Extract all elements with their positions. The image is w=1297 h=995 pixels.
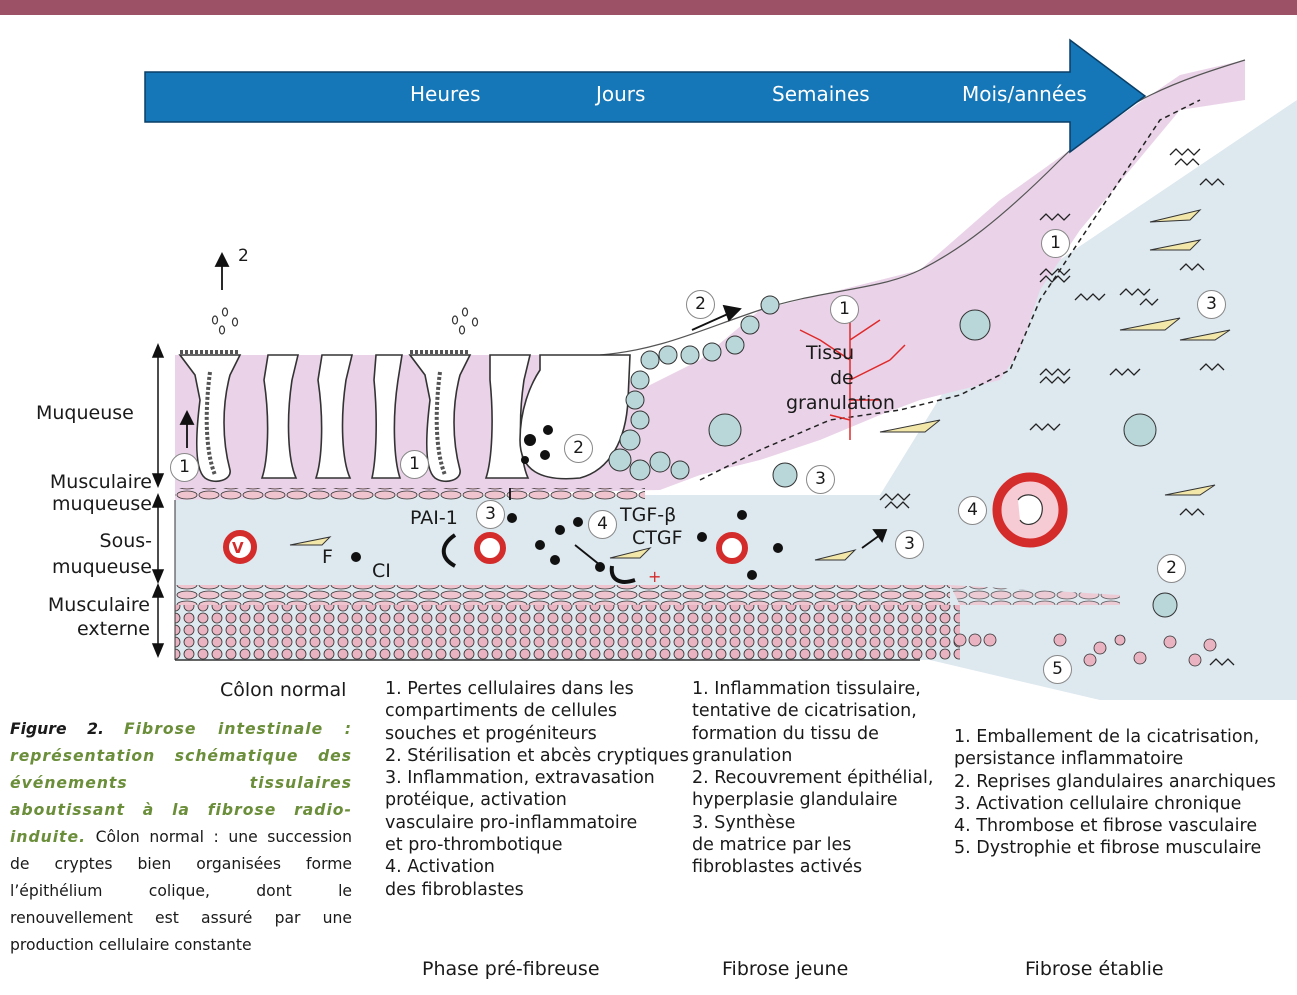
marker-5-etablie: 5 (1043, 655, 1072, 684)
layer-brackets (153, 345, 163, 656)
layer-sous-muqueuse-1: Sous- (30, 530, 152, 552)
marker-4-etablie: 4 (958, 496, 987, 525)
vessel-thrombosed (997, 477, 1063, 543)
label-de: de (830, 367, 854, 389)
marker-2-abscess: 2 (564, 434, 593, 463)
phase-pre-item: 3. Inflammation, extravasation protéique… (385, 767, 690, 856)
marker-1-jeune: 1 (830, 295, 859, 324)
muscularis-externa-2 (175, 605, 960, 660)
phase-jeune-item: 3. Synthèse de matrice par les fibroblas… (692, 812, 952, 879)
phase-pre-item: 1. Pertes cellulaires dans les compartim… (385, 678, 690, 745)
phase-pre-list: 1. Pertes cellulaires dans les compartim… (385, 678, 690, 901)
marker-4-pre: 4 (588, 510, 617, 539)
timeline-weeks: Semaines (772, 82, 870, 106)
marker-1-crypt: 1 (170, 453, 199, 482)
label-granulation: granulation (786, 392, 895, 414)
marker-1-etablie: 1 (1041, 229, 1070, 258)
timeline-months-years: Mois/années (962, 82, 1087, 106)
label-fibroblast: F (322, 546, 333, 568)
marker-2-jeune: 2 (686, 290, 715, 319)
vessel-inflamed-1 (477, 535, 503, 561)
phase-jeune-item: 2. Recouvrement épithélial, hyperplasie … (692, 767, 952, 812)
phase-pre-title: Phase pré-fibreuse (422, 958, 600, 980)
marker-3-jeune-b: 3 (895, 530, 924, 559)
layer-musculaire-muqueuse-1: Musculaire (30, 471, 152, 493)
phase-jeune-title: Fibrose jeune (722, 958, 848, 980)
muscularis-externa (175, 585, 950, 605)
phase-pre-item: 2. Stérilisation et abcès cryptiques (385, 745, 690, 767)
timeline-hours: Heures (410, 82, 481, 106)
phase-jeune-list: 1. Inflammation tissulaire, tentative de… (692, 678, 952, 879)
marker-3-pre: 3 (476, 500, 505, 529)
label-ctgf: CTGF (632, 527, 683, 549)
layer-musculaire-externe-1: Musculaire (20, 594, 150, 616)
muscularis-mucosae (175, 488, 645, 500)
phase-etablie-title: Fibrose établie (1025, 958, 1164, 980)
label-inflammatory: CI (372, 560, 391, 582)
phase-etablie-list: 1. Emballement de la cicatrisation, pers… (954, 726, 1297, 860)
layer-muqueuse: Muqueuse (36, 402, 134, 424)
marker-3-jeune: 3 (806, 465, 835, 494)
caption-body: Côlon normal : une succession de cryptes… (10, 828, 352, 954)
layer-sous-muqueuse-2: muqueuse (30, 556, 152, 578)
timeline-days: Jours (596, 82, 645, 106)
layer-musculaire-externe-2: externe (20, 618, 150, 640)
phase-normal-title: Côlon normal (220, 679, 346, 701)
phase-etablie-item: 5. Dystrophie et fibrose musculaire (954, 837, 1297, 859)
marker-3-etablie: 3 (1197, 290, 1226, 319)
caption-figure-number: Figure 2. (10, 720, 104, 738)
phase-pre-item: 4. Activation des fibroblastes (385, 856, 690, 901)
svg-text:+: + (648, 567, 661, 586)
label-tissu: Tissu (806, 342, 854, 364)
layer-musculaire-muqueuse-2: muqueuse (30, 493, 152, 515)
label-tgf: TGF-β (620, 504, 676, 526)
label-pai: PAI-1 (410, 507, 458, 529)
phase-etablie-item: 4. Thrombose et fibrose vasculaire (954, 815, 1297, 837)
marker-2-etablie: 2 (1157, 554, 1186, 583)
marker-1-crypt-b: 1 (400, 450, 429, 479)
phase-etablie-item: 3. Activation cellulaire chronique (954, 793, 1297, 815)
figure-caption: Figure 2. Fibrose intestinale : représen… (10, 716, 352, 959)
phase-etablie-item: 1. Emballement de la cicatrisation, pers… (954, 726, 1297, 771)
vessel-inflamed-2 (719, 535, 745, 561)
marker-2-secretion: 2 (238, 246, 249, 266)
phase-jeune-item: 1. Inflammation tissulaire, tentative de… (692, 678, 952, 767)
label-vessel: V (232, 537, 244, 559)
phase-etablie-item: 2. Reprises glandulaires anarchiques (954, 771, 1297, 793)
